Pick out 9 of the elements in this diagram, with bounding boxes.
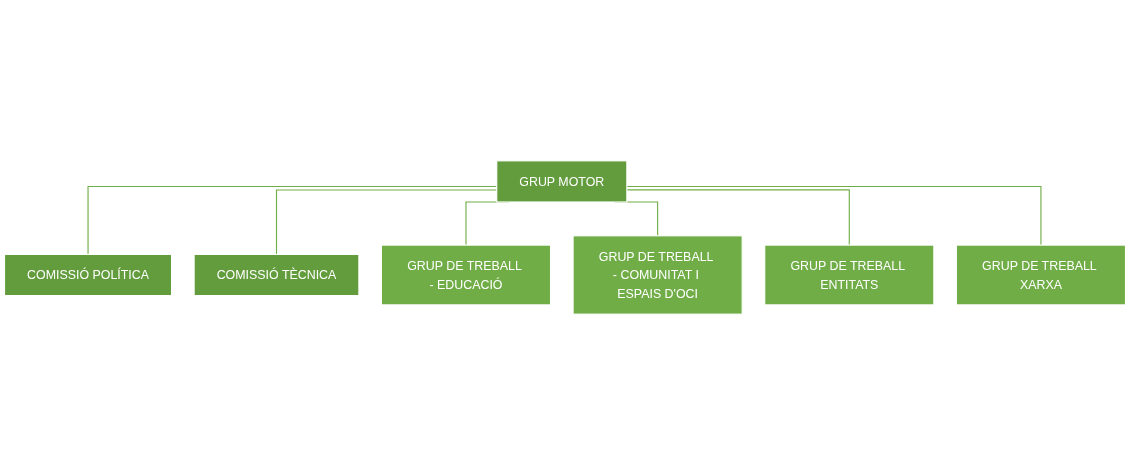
node-box: COMISSIÓ TÈCNICA <box>193 253 360 297</box>
connector <box>626 189 850 246</box>
node-box: GRUP DE TREBALL - EDUCACIÓ <box>380 244 552 306</box>
node-box: COMISSIÓ POLÍTICA <box>3 253 173 297</box>
node-box: GRUP DE TREBALL XARXA <box>955 244 1127 306</box>
node-box: GRUP MOTOR <box>496 160 628 203</box>
node-box: GRUP DE TREBALL - COMUNITAT I ESPAIS D'OCI <box>572 235 743 315</box>
node-box: GRUP DE TREBALL ENTITATS <box>764 244 935 306</box>
connector <box>626 185 1042 246</box>
